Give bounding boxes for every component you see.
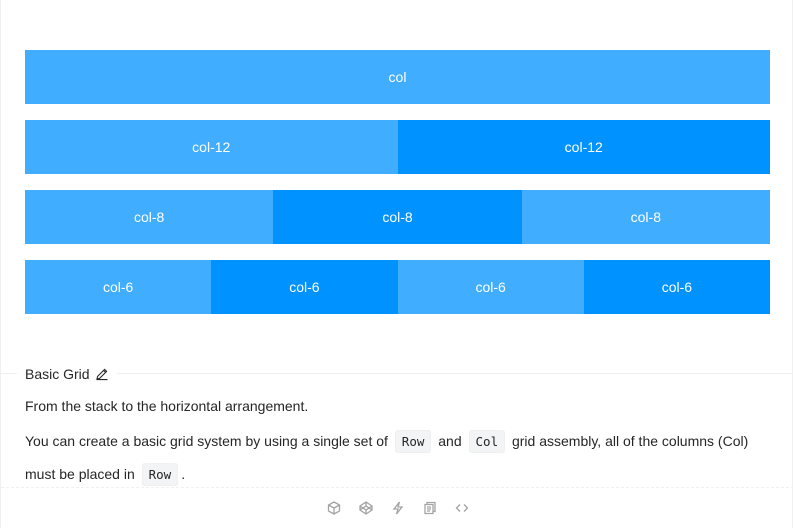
grid-col: col-12 (397, 120, 770, 174)
thunderbolt-icon[interactable] (390, 500, 406, 516)
description-line: From the stack to the horizontal arrange… (25, 398, 309, 414)
grid-row: col-12 col-12 (25, 120, 770, 174)
grid-col: col (25, 50, 770, 104)
code-expand-icon[interactable] (454, 500, 470, 516)
actions-divider (1, 487, 793, 488)
copy-icon[interactable] (422, 500, 438, 516)
grid-row: col-8 col-8 col-8 (25, 190, 770, 244)
grid-row: col (25, 50, 770, 104)
description-text: and (438, 433, 462, 449)
description-text: grid assembly, all of the columns (Col) … (25, 433, 749, 482)
description-text: You can create a basic grid system by us… (25, 433, 388, 449)
edit-icon[interactable] (95, 367, 109, 381)
demo-title: Basic Grid (17, 365, 117, 383)
code-box-actions (1, 498, 793, 518)
demo-title-text: Basic Grid (25, 366, 90, 382)
code-row: Row (394, 430, 432, 453)
grid-row: col-6 col-6 col-6 col-6 (25, 260, 770, 314)
grid-col: col-6 (211, 260, 398, 314)
grid-col: col-8 (521, 190, 770, 244)
grid-col: col-8 (273, 190, 522, 244)
demo-description: From the stack to the horizontal arrange… (25, 395, 770, 491)
grid-col: col-6 (583, 260, 770, 314)
grid-col: col-12 (25, 120, 398, 174)
grid-col: col-6 (397, 260, 584, 314)
meta-divider (1, 373, 793, 374)
grid-col: col-6 (25, 260, 212, 314)
codepen-icon[interactable] (358, 500, 374, 516)
description-line: You can create a basic grid system by us… (25, 425, 770, 491)
code-col: Col (468, 430, 506, 453)
grid-demo: col col-12 col-12 col-8 col-8 col-8 col-… (25, 50, 770, 330)
description-text: . (181, 466, 186, 482)
grid-col: col-8 (25, 190, 274, 244)
code-row: Row (141, 463, 179, 486)
codesandbox-icon[interactable] (326, 500, 342, 516)
